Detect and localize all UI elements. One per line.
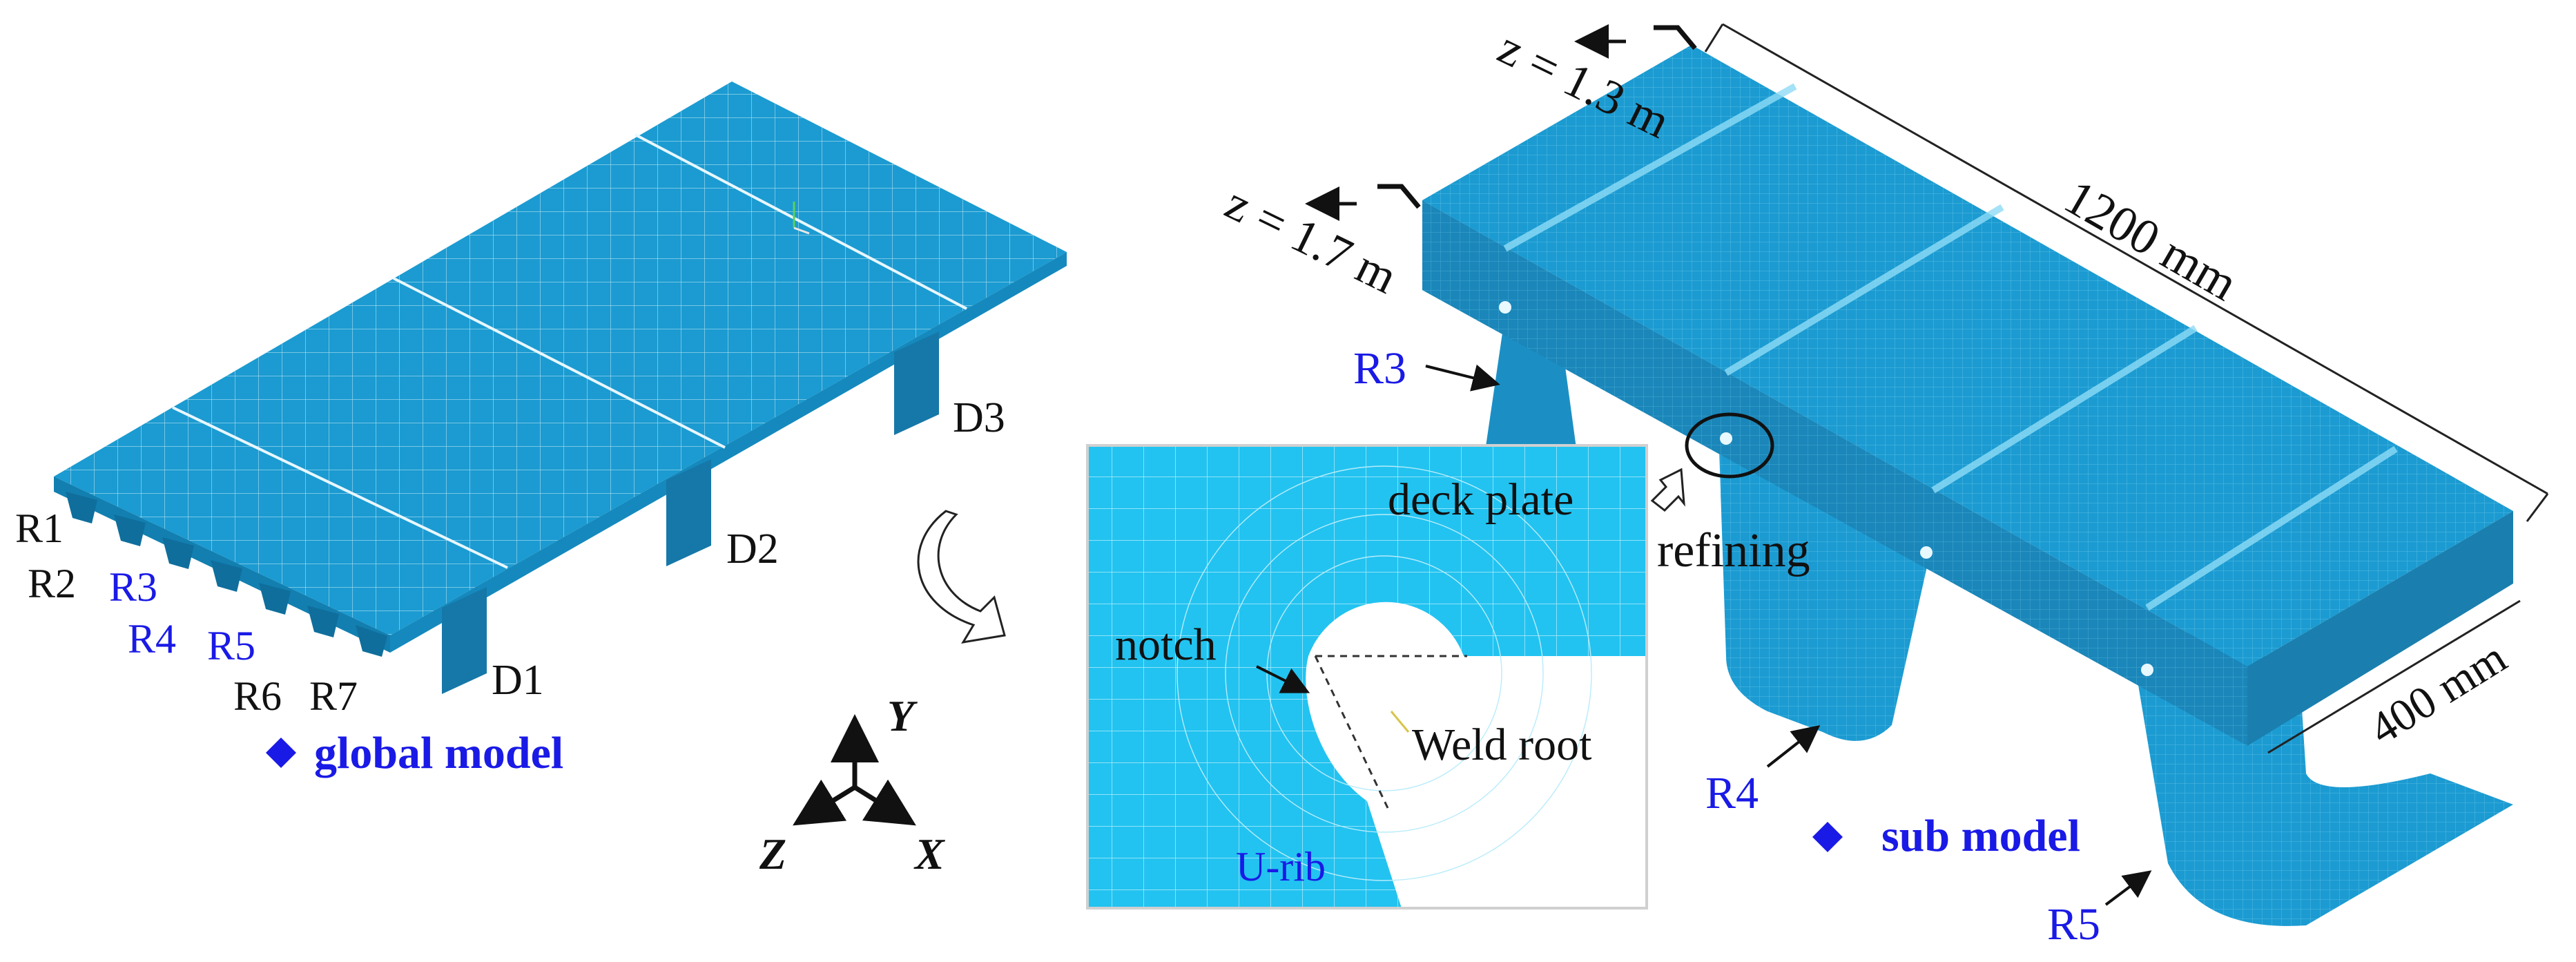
sub-rib-label-r3: R3 (1353, 343, 1406, 394)
diaphragm-label-d1: D1 (492, 657, 544, 704)
axes-triad: Y Z X (759, 691, 945, 878)
axis-label-y: Y (887, 691, 918, 740)
sub-rib-label-r4: R4 (1705, 768, 1759, 818)
sub-rib-label-r5: R5 (2047, 899, 2100, 950)
global-rib-label-r6: R6 (233, 673, 282, 719)
diamond-bullet-icon-sub (1812, 822, 1843, 852)
diaphragm-label-d3: D3 (953, 394, 1005, 441)
u-rib-label: U-rib (1236, 844, 1326, 889)
global-rib-label-r5: R5 (207, 623, 255, 668)
diaphragm-d3 (894, 331, 939, 435)
curved-arrow-icon (917, 510, 1006, 644)
global-model-title: global model (314, 728, 563, 778)
deck-plate-label: deck plate (1388, 474, 1573, 525)
global-model: R1 R2 R3 R4 R5 R6 R7 D1 D2 D3 global mod… (15, 81, 1067, 778)
global-rib-label-r4: R4 (128, 616, 176, 662)
global-u-ribs (66, 492, 387, 657)
diamond-bullet-icon (266, 738, 296, 768)
weld-root-label: Weld root (1412, 720, 1591, 770)
diaphragm-d1 (442, 587, 487, 694)
detail-inset: deck plate notch Weld root U-rib (1086, 444, 1648, 910)
diaphragm-label-d2: D2 (726, 526, 779, 573)
sub-model-title: sub model (1881, 811, 2080, 861)
global-rib-label-r3: R3 (109, 564, 157, 610)
section-label-z17: z = 1.7 m (1217, 176, 1405, 304)
global-rib-label-r7: R7 (309, 673, 358, 719)
axis-label-z: Z (759, 829, 786, 878)
refining-label: refining (1657, 524, 1810, 577)
refining-arrow-icon (1650, 468, 1685, 512)
global-rib-label-r2: R2 (28, 561, 76, 606)
diaphragm-d2 (666, 459, 711, 566)
global-rib-label-r1: R1 (15, 506, 64, 551)
refining-circle (1685, 412, 1774, 479)
axis-label-x: X (913, 829, 945, 878)
notch-label: notch (1115, 619, 1217, 670)
